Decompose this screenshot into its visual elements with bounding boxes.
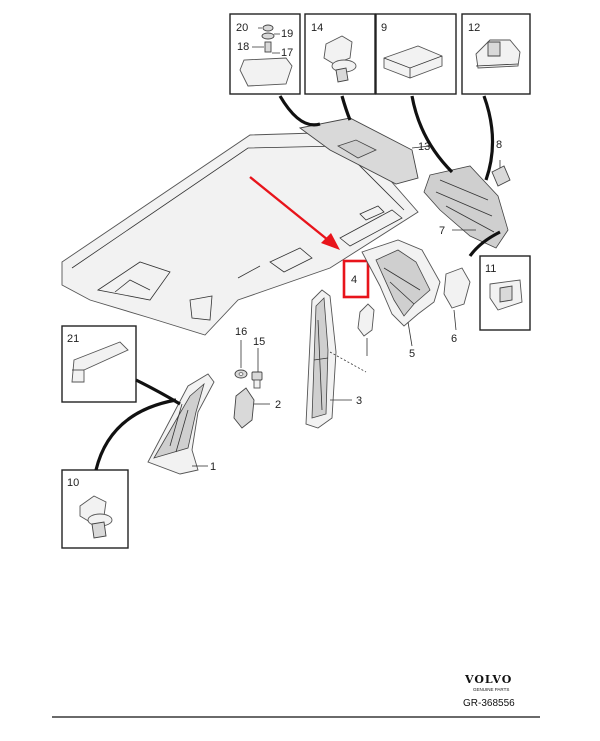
highlight-part-4: 4 [342, 259, 370, 299]
callout-3: 3 [356, 395, 362, 407]
detail-box-14: 14 [304, 13, 376, 95]
callout-16: 16 [235, 326, 247, 338]
callout-18: 18 [237, 41, 249, 53]
part-7-rear-trim: 7 [423, 165, 509, 249]
callout-6: 6 [451, 333, 457, 345]
callout-17: 17 [281, 47, 293, 59]
part-16-washer: 16 [234, 326, 248, 379]
detail-box-12: 12 [461, 13, 531, 95]
callout-21: 21 [67, 333, 79, 345]
part-3-b-pillar-trim: 3 [305, 289, 362, 429]
callout-15: 15 [253, 336, 265, 348]
part-1-a-pillar-trim: 1 [147, 373, 216, 475]
callout-7: 7 [439, 225, 445, 237]
callout-2: 2 [275, 399, 281, 411]
drawing-reference: GR-368556 [463, 698, 515, 709]
part-2-bracket: 2 [233, 387, 281, 429]
callout-20: 20 [236, 22, 248, 34]
highlight-box [342, 259, 370, 299]
pointer-arrow [249, 176, 340, 250]
detail-box-10: 10 [61, 469, 129, 549]
callout-13: 13 [418, 141, 430, 153]
brand-block: VOLVO GENUINE PARTS GR-368556 [463, 673, 515, 709]
callout-4: 4 [351, 274, 357, 286]
connection-curves [94, 95, 501, 471]
detail-box-21: 21 [61, 325, 137, 403]
part-15-screw: 15 [251, 336, 265, 389]
detail-box-11: 11 [479, 255, 531, 331]
callout-9: 9 [381, 22, 387, 34]
callout-19: 19 [281, 28, 293, 40]
detail-box-fasteners: 20 19 18 17 [229, 13, 301, 95]
part-8-clip: 8 [491, 139, 511, 187]
part-6-trim-cap: 6 [443, 267, 471, 345]
callout-5: 5 [409, 348, 415, 360]
detail-box-9: 9 [375, 13, 457, 95]
part-4-cover [329, 303, 375, 373]
callout-11: 11 [485, 263, 496, 275]
callout-8: 8 [496, 139, 502, 151]
callout-12: 12 [468, 22, 480, 34]
callout-1: 1 [210, 461, 216, 473]
brand-tagline: GENUINE PARTS [473, 687, 509, 692]
brand-name: VOLVO [464, 673, 512, 686]
callout-14: 14 [311, 22, 323, 34]
callout-10: 10 [67, 477, 79, 489]
part-5-c-pillar-trim: 5 [361, 239, 441, 360]
